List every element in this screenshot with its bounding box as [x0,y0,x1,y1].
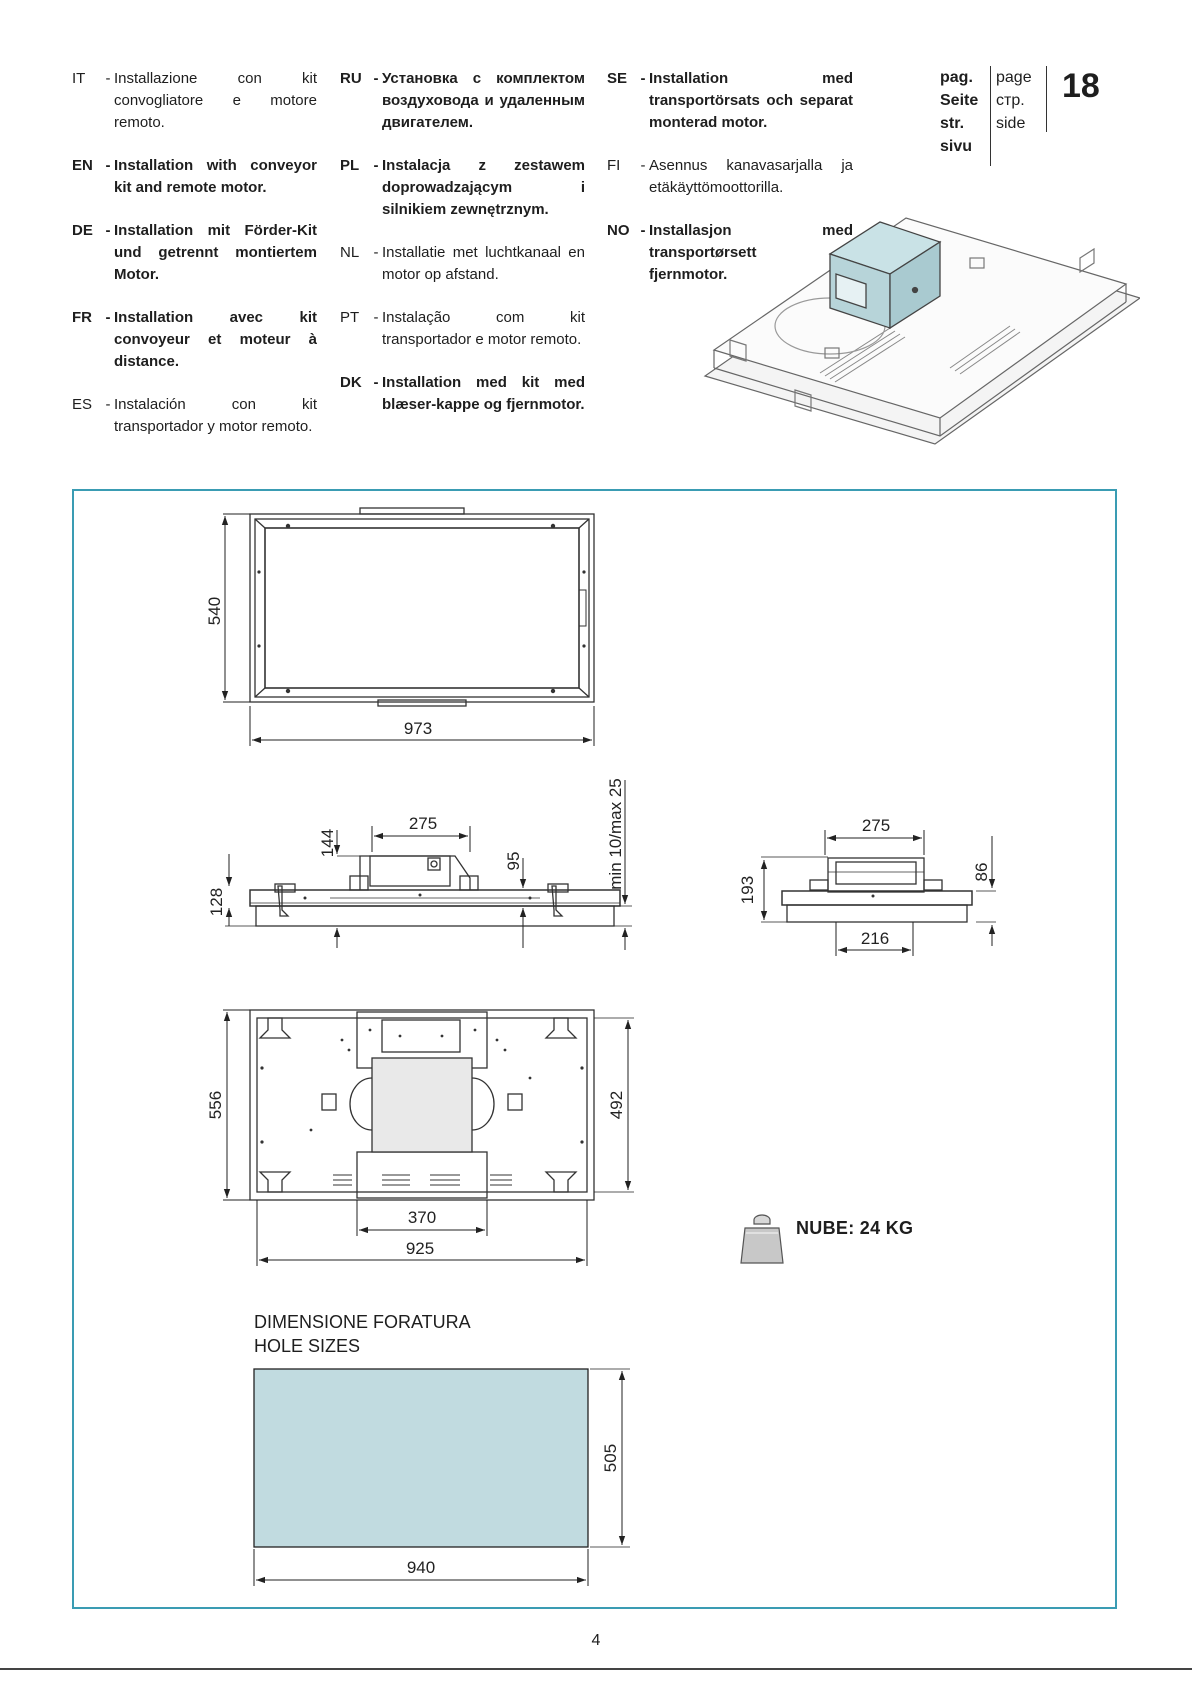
page-label: side [996,115,1026,132]
language-code: PL [340,157,360,174]
page-label: sivu [940,138,973,155]
weight-label: NUBE: 24 KG [796,1218,914,1238]
instruction-no: NO-Installasjon med transportørsett og f… [607,220,853,286]
separator-dash: - [640,157,646,174]
instruction-nl: NL-Installatie met luchtkanaal en motor … [340,242,585,286]
dim-hole-width: 940 [407,1558,435,1577]
instruction-en: EN-Installation with conveyor kit and re… [72,155,317,199]
technical-drawing-frame [72,489,1117,1609]
separator-dash: - [105,309,111,326]
separator-dash: - [373,244,379,261]
dim-end-body-height: 86 [972,863,991,882]
separator-dash: - [105,396,111,413]
dim-bottom-duct-width: 370 [408,1208,436,1227]
language-code: NO [607,222,630,239]
separator-dash: - [105,157,111,174]
language-code: FR [72,309,92,326]
dim-hole-height: 505 [601,1444,620,1472]
instruction-text: Asennus kanavasarjalla ja etäkäyttömoott… [649,157,853,196]
language-code: NL [340,244,360,261]
instruction-text: Installation med kit med blæser-kappe og… [382,374,585,413]
separator-dash: - [373,374,379,391]
dim-end-duct-width: 275 [862,816,890,835]
page-label: pag. [940,69,973,86]
instruction-text: Instalación con kit transportador y moto… [114,396,317,435]
separator-dash: - [640,70,646,87]
hole-title-it: DIMENSIONE FORATURA [254,1312,471,1332]
end-view [781,857,973,923]
instructions-column-2: RU-Установка с комплектом воздуховода и … [340,68,585,437]
instructions-column-3: SE-Installation med transportörsats och … [607,68,853,307]
instruction-ru: RU-Установка с комплектом воздуховода и … [340,68,585,134]
dim-end-total-height: 193 [738,876,757,904]
separator-dash: - [373,157,379,174]
instruction-text: Installation mit Förder-Kit und getrennt… [114,222,317,283]
language-code: IT [72,70,86,87]
instruction-es: ES-Instalación con kit transportador y m… [72,394,317,438]
dim-bottom-width: 925 [406,1239,434,1258]
instruction-text: Installatie met luchtkanaal en motor op … [382,244,585,283]
page-labels-a: pag. Seite str. sivu [940,66,990,158]
dim-end-base-width: 216 [861,929,889,948]
language-code: EN [72,157,93,174]
separator-dash: - [640,222,646,239]
separator-dash: - [373,70,379,87]
divider [1046,66,1047,132]
hole-title-en: HOLE SIZES [254,1336,361,1356]
instructions-column-1: IT-Installazione con kit convogliatore e… [72,68,317,459]
language-code: ES [72,396,93,413]
divider [990,66,991,166]
page-label: page [996,69,1032,86]
dim-top-width: 973 [404,719,432,738]
page-label: стр. [996,92,1025,109]
dim-side-total-height: 128 [207,888,226,916]
instruction-text: Installazione con kit convogliatore e mo… [114,70,317,131]
dim-top-height: 540 [205,597,224,625]
bottom-view [249,1009,595,1201]
instruction-pt: PT-Instalação com kit transportador e mo… [340,307,585,351]
page-label: Seite [940,92,979,109]
hole-cutout [253,1368,589,1548]
separator-dash: - [373,309,379,326]
dim-bottom-height: 556 [206,1091,225,1119]
instruction-pl: PL-Instalacja z zestawem doprowadzającym… [340,155,585,221]
language-code: DE [72,222,93,239]
separator-dash: - [105,222,111,239]
dim-side-duct-height: 144 [318,829,337,857]
instruction-fi: FI -Asennus kanavasarjalla ja etäkäyttömo… [607,155,853,199]
instruction-text: Installasjon med transportørsett og fjer… [649,222,853,283]
instruction-se: SE-Installation med transportörsats och … [607,68,853,134]
bottom-rule [0,1668,1192,1670]
instruction-text: Installation med transportörsats och sep… [649,70,853,131]
hole-sizes-title: DIMENSIONE FORATURA HOLE SIZES [254,1310,471,1358]
language-code: FI [607,157,621,174]
instruction-text: Instalacja z zestawem doprowadzającym i … [382,157,585,218]
language-code: DK [340,374,362,391]
footer-page-number: 4 [591,1632,601,1649]
language-code: PT [340,309,360,326]
top-view [249,507,595,707]
dim-side-clearance: min 10/max 25 [606,778,625,890]
weight-icon [740,1214,784,1264]
page-label: str. [940,115,965,132]
instruction-text: Installation with conveyor kit and remot… [114,157,317,196]
instruction-de: DE-Installation mit Förder-Kit und getre… [72,220,317,286]
dim-side-duct-width: 275 [409,814,437,833]
separator-dash: - [105,70,111,87]
instruction-text: Instalação com kit transportador e motor… [382,309,585,348]
side-view [249,855,621,927]
instruction-text: Установка с комплектом воздуховода и уда… [382,70,585,131]
page-labels-b: page стр. side [996,66,1046,135]
instruction-text: Installation avec kit convoyeur et moteu… [114,309,317,370]
language-code: RU [340,70,362,87]
instruction-dk: DK-Installation med kit med blæser-kappe… [340,372,585,416]
reference-page-number: 18 [1062,67,1100,105]
hood-isometric-illustration [703,217,1140,445]
instruction-fr: FR-Installation avec kit convoyeur et mo… [72,307,317,373]
dim-side-inner: 95 [504,852,523,871]
dim-bottom-inner-height: 492 [607,1091,626,1119]
language-code: SE [607,70,628,87]
instruction-it: IT -Installazione con kit convogliatore e… [72,68,317,134]
